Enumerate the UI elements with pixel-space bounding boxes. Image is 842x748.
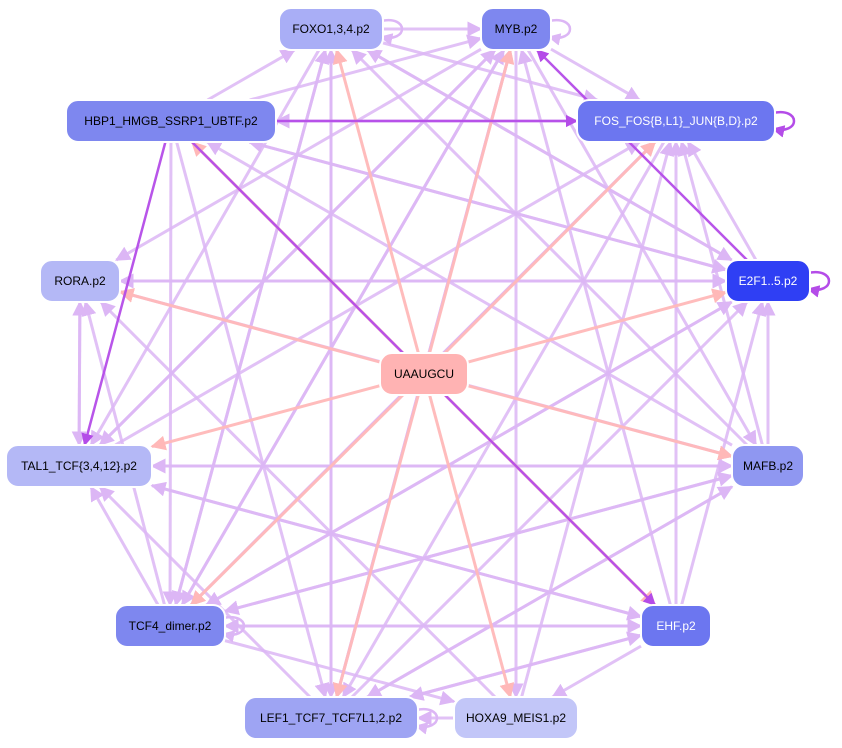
edge-lef1-to-ehf xyxy=(409,631,643,699)
edge-uaaugcu-to-fos xyxy=(443,140,657,355)
node-box-lef1[interactable] xyxy=(243,696,419,740)
node-box-tal1[interactable] xyxy=(5,444,153,488)
node-box-hoxa9[interactable] xyxy=(453,696,579,740)
self-loop-tcf4 xyxy=(221,615,246,643)
edge-fos-to-lef1 xyxy=(341,141,666,699)
node-box-rora[interactable] xyxy=(39,259,121,303)
node-label-fos: FOS_FOS{B,L1}_JUN{B,D}.p2 xyxy=(594,114,758,128)
edge-e2f-to-myb xyxy=(536,49,748,261)
node-rora[interactable]: RORA.p2 xyxy=(39,259,121,303)
edge-uaaugcu-to-e2f xyxy=(467,288,728,364)
node-box-uaaugcu[interactable] xyxy=(379,352,469,396)
edge-uaaugcu-to-mafb xyxy=(467,384,734,461)
self-loop-myb xyxy=(547,18,572,46)
node-tal1[interactable]: TAL1_TCF{3,4,12}.p2 xyxy=(5,444,153,488)
node-label-ehf: EHF.p2 xyxy=(656,619,696,633)
node-label-hoxa9: HOXA9_MEIS1.p2 xyxy=(466,711,566,725)
edge-hbp1-to-tal1 xyxy=(81,141,167,447)
node-label-rora: RORA.p2 xyxy=(54,274,106,288)
node-box-e2f[interactable] xyxy=(725,259,811,303)
edges-layer xyxy=(71,21,776,726)
self-loop-lef1 xyxy=(414,707,439,735)
node-label-uaaugcu: UAAUGCU xyxy=(394,367,454,381)
edge-uaaugcu-to-foxo xyxy=(332,48,420,354)
edge-mafb-to-hbp1 xyxy=(206,140,733,447)
edge-tal1-to-rora xyxy=(72,300,88,446)
edge-e2f-to-hbp1 xyxy=(247,138,727,272)
node-lef1[interactable]: LEF1_TCF7_TCF7L1,2.p2 xyxy=(243,696,419,740)
edge-e2f-to-fos xyxy=(686,140,758,261)
node-hbp1[interactable]: HBP1_HMGB_SSRP1_UBTF.p2 xyxy=(65,99,277,143)
node-label-lef1: LEF1_TCF7_TCF7L1,2.p2 xyxy=(260,711,402,725)
nodes-layer: FOXO1,3,4.p2 MYB.p2HBP1_HMGB_SSRP1_UBTF.p… xyxy=(5,7,811,740)
edge-tal1-to-fos xyxy=(114,140,641,447)
node-tcf4[interactable]: TCF4_dimer.p2 xyxy=(114,604,226,648)
node-label-tal1: TAL1_TCF{3,4,12}.p2 xyxy=(21,459,137,473)
self-loop-foxo xyxy=(379,18,404,46)
self-loop-e2f xyxy=(806,270,831,298)
node-box-foxo[interactable] xyxy=(278,7,384,51)
node-label-myb: MYB.p2 xyxy=(495,22,538,36)
edge-tcf4-to-mafb xyxy=(224,471,734,613)
edge-tal1-to-ehf xyxy=(151,484,643,621)
edge-hbp1-to-myb xyxy=(249,34,483,102)
node-mafb[interactable]: MAFB.p2 xyxy=(731,444,805,488)
node-label-foxo: FOXO1,3,4.p2 xyxy=(292,22,370,36)
node-label-e2f: E2F1..5.p2 xyxy=(739,274,798,288)
edge-uaaugcu-to-myb xyxy=(428,48,515,354)
edge-tcf4-to-myb xyxy=(180,48,506,606)
node-myb[interactable]: MYB.p2 xyxy=(480,7,552,51)
edge-uaaugcu-to-lef1 xyxy=(332,394,420,699)
edge-tcf4-to-e2f xyxy=(205,300,733,607)
node-box-tcf4[interactable] xyxy=(114,604,226,648)
node-e2f[interactable]: E2F1..5.p2 xyxy=(725,259,811,303)
edge-uaaugcu-to-hoxa9 xyxy=(428,394,515,699)
edge-hbp1-to-foxo xyxy=(206,48,296,102)
edge-tcf4-to-tal1 xyxy=(89,485,160,606)
node-box-myb[interactable] xyxy=(480,7,552,51)
node-box-ehf[interactable] xyxy=(640,604,712,648)
node-label-hbp1: HBP1_HMGB_SSRP1_UBTF.p2 xyxy=(84,114,258,128)
node-uaaugcu[interactable]: UAAUGCU xyxy=(379,352,469,396)
node-ehf[interactable]: EHF.p2 xyxy=(640,604,712,648)
node-box-hbp1[interactable] xyxy=(65,99,277,143)
node-fos[interactable]: FOS_FOS{B,L1}_JUN{B,D}.p2 xyxy=(576,99,776,143)
node-box-fos[interactable] xyxy=(576,99,776,143)
self-loops-layer xyxy=(221,18,831,735)
node-hoxa9[interactable]: HOXA9_MEIS1.p2 xyxy=(453,696,579,740)
node-box-mafb[interactable] xyxy=(731,444,805,488)
edge-uaaugcu-to-rora xyxy=(118,288,381,364)
edge-uaaugcu-to-tcf4 xyxy=(190,393,404,607)
node-foxo[interactable]: FOXO1,3,4.p2 xyxy=(278,7,384,51)
self-loop-fos xyxy=(771,110,796,138)
edge-myb-to-fos xyxy=(550,47,641,102)
edge-uaaugcu-to-tal1 xyxy=(150,384,381,451)
edge-ehf-to-hoxa9 xyxy=(551,644,642,699)
node-label-tcf4: TCF4_dimer.p2 xyxy=(129,619,212,633)
node-label-mafb: MAFB.p2 xyxy=(743,459,793,473)
edge-tcf4-to-hoxa9 xyxy=(224,639,456,706)
